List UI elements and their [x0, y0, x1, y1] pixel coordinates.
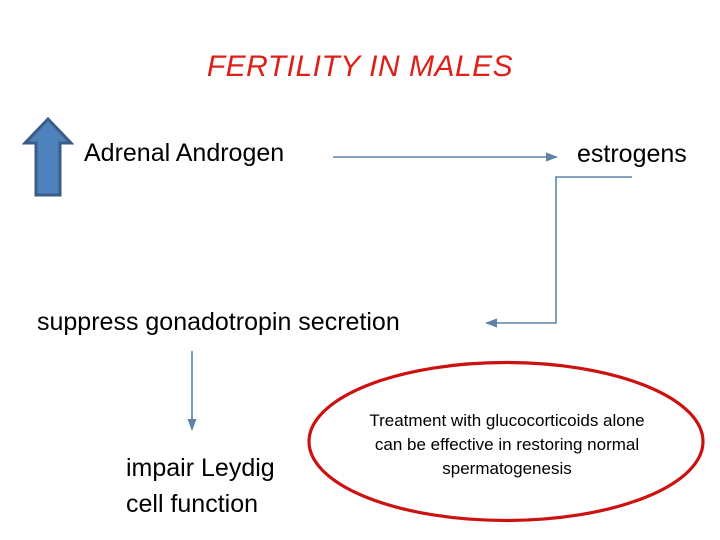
node-suppress-gonadotropin-secretion: suppress gonadotropin secretion	[37, 308, 400, 336]
node-estrogens: estrogens	[577, 140, 687, 168]
page-title: FERTILITY IN MALES	[206, 50, 514, 83]
connector-estrogens-to-suppress	[485, 176, 632, 328]
up-arrow-icon	[21, 116, 75, 198]
callout-text: Treatment with glucocorticoids alone can…	[369, 411, 645, 478]
node-adrenal-androgen: Adrenal Androgen	[84, 139, 285, 167]
ellipse-callout-icon	[306, 360, 706, 523]
node-impair-leydig-cell-function: impair Leydig cell function	[126, 454, 275, 518]
